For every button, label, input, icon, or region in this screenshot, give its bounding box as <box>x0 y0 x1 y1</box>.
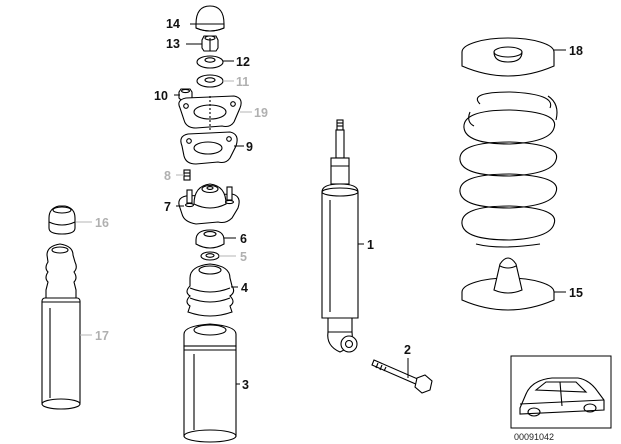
callout-10[interactable]: 10 <box>154 89 168 103</box>
callout-5[interactable]: 5 <box>240 250 247 264</box>
callout-4[interactable]: 4 <box>241 281 248 295</box>
part-17-protective-tube[interactable] <box>41 243 81 410</box>
vehicle-thumbnail[interactable]: 00091042 <box>510 355 612 442</box>
part-13-nut[interactable] <box>201 35 219 52</box>
part-9-plate[interactable] <box>180 131 238 165</box>
callout-labels: 14 13 12 11 10 19 9 8 7 6 5 4 3 16 17 1 … <box>95 17 583 392</box>
callout-9[interactable]: 9 <box>246 140 253 154</box>
callout-7[interactable]: 7 <box>164 200 171 214</box>
part-7-strut-mount[interactable] <box>178 183 240 225</box>
callout-3[interactable]: 3 <box>242 378 249 392</box>
part-18-spring-pad-upper[interactable] <box>461 37 555 77</box>
part-11-washer[interactable] <box>196 74 224 88</box>
callout-12[interactable]: 12 <box>236 55 250 69</box>
part-12-washer[interactable] <box>196 55 224 69</box>
part-1-shock-absorber[interactable] <box>321 119 359 353</box>
callout-8[interactable]: 8 <box>164 169 171 183</box>
part-8-stud[interactable] <box>183 169 191 181</box>
part-15-spring-pad-lower[interactable] <box>461 257 555 311</box>
callout-11[interactable]: 11 <box>236 75 249 89</box>
car-icon <box>519 377 605 417</box>
coil-spring[interactable] <box>459 91 558 248</box>
callout-16[interactable]: 16 <box>95 216 109 230</box>
part-16-bump-stop[interactable] <box>48 205 76 235</box>
callout-2[interactable]: 2 <box>404 343 411 357</box>
part-2-bolt[interactable] <box>371 359 433 394</box>
drawing-number: 00091042 <box>514 432 554 442</box>
part-6-support-ring[interactable] <box>195 229 225 249</box>
callout-18[interactable]: 18 <box>569 44 583 58</box>
callout-19[interactable]: 19 <box>254 106 268 120</box>
callout-1[interactable]: 1 <box>367 238 374 252</box>
part-14-cap[interactable] <box>195 5 225 32</box>
part-3-protective-tube[interactable] <box>183 323 237 443</box>
callout-15[interactable]: 15 <box>569 286 583 300</box>
part-5-washer[interactable] <box>200 251 220 261</box>
callout-6[interactable]: 6 <box>240 232 247 246</box>
callout-14[interactable]: 14 <box>166 17 180 31</box>
callout-13[interactable]: 13 <box>166 37 180 51</box>
callout-17[interactable]: 17 <box>95 329 109 343</box>
part-4-bump-stop[interactable] <box>186 263 235 317</box>
